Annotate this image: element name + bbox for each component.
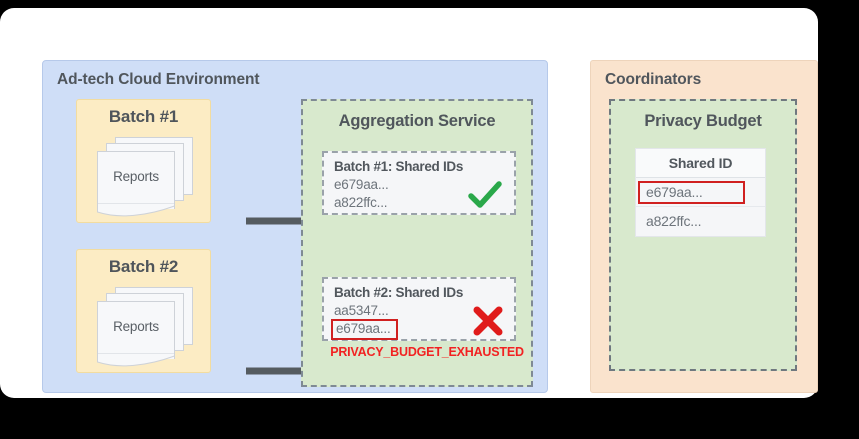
privacy-budget-exhausted-error: PRIVACY_BUDGET_EXHAUSTED xyxy=(330,345,524,359)
adtech-cloud-environment-panel: Ad-tech Cloud Environment Batch #1 Repor… xyxy=(42,60,548,393)
privacy-budget-table: Shared ID e679aa... a822ffc... xyxy=(635,148,766,237)
aggregation-batch-2-card-title: Batch #2: Shared IDs xyxy=(334,285,464,300)
shared-id-value: aa5347... xyxy=(334,303,389,318)
aggregation-batch-1-card-title: Batch #1: Shared IDs xyxy=(334,159,464,174)
batch-1-reports-stack: Reports xyxy=(97,137,195,217)
aggregation-batch-2-card: Batch #2: Shared IDs aa5347... e679aa... xyxy=(322,277,516,341)
batch-1-reports-label: Reports xyxy=(113,169,159,184)
batch-1-title: Batch #1 xyxy=(108,107,179,126)
shared-id-value-flagged: e679aa... xyxy=(331,319,398,340)
table-header-shared-id: Shared ID xyxy=(636,149,765,178)
check-icon xyxy=(468,181,502,211)
aggregation-service-panel: Aggregation Service Batch #1: Shared IDs… xyxy=(301,99,533,387)
adtech-panel-title: Ad-tech Cloud Environment xyxy=(57,71,260,88)
coordinators-panel-title: Coordinators xyxy=(605,71,702,88)
privacy-budget-panel: Privacy Budget Shared ID e679aa... a822f… xyxy=(609,99,797,371)
document-icon xyxy=(97,151,175,209)
table-row: a822ffc... xyxy=(636,207,765,236)
privacy-budget-title: Privacy Budget xyxy=(644,112,762,130)
table-cell-shared-id: e679aa... xyxy=(646,184,703,200)
document-curve-icon xyxy=(97,203,175,217)
batch-2-box: Batch #2 Reports xyxy=(76,249,211,373)
shared-id-value: e679aa... xyxy=(334,177,389,192)
batch-2-reports-label: Reports xyxy=(113,319,159,334)
diagram-card: Ad-tech Cloud Environment Batch #1 Repor… xyxy=(0,8,818,398)
batch-1-box: Batch #1 Reports xyxy=(76,99,211,223)
cross-icon xyxy=(472,305,504,337)
document-icon xyxy=(97,301,175,359)
document-curve-icon xyxy=(97,353,175,367)
shared-id-value: a822ffc... xyxy=(334,195,388,210)
aggregation-service-title: Aggregation Service xyxy=(338,112,496,130)
batch-2-title: Batch #2 xyxy=(108,257,179,276)
coordinators-panel: Coordinators Privacy Budget Shared ID e6… xyxy=(590,60,818,393)
table-row: e679aa... xyxy=(636,178,765,207)
aggregation-batch-1-card: Batch #1: Shared IDs e679aa... a822ffc..… xyxy=(322,151,516,215)
table-cell-shared-id: a822ffc... xyxy=(646,213,702,229)
batch-2-reports-stack: Reports xyxy=(97,287,195,367)
